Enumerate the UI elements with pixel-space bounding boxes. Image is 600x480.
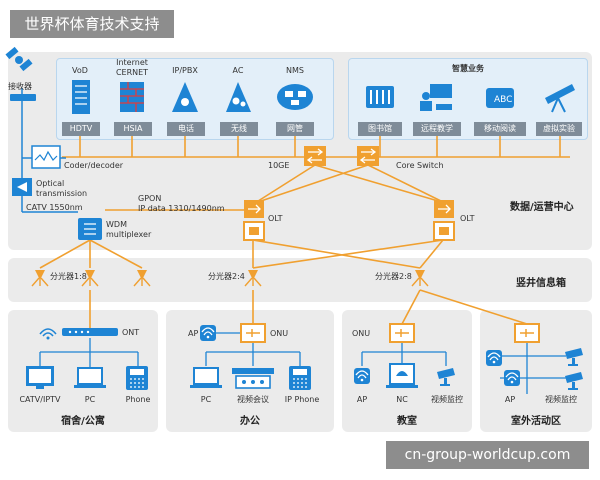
ip-phone-icon <box>289 366 311 390</box>
nms-icon <box>277 84 313 110</box>
outdoor-title: 室外活动区 <box>511 416 561 427</box>
camera-icon-outdoor <box>565 348 583 366</box>
class-device-camera: 视频监控 <box>431 395 463 404</box>
pbx-icon <box>172 82 198 112</box>
wdm-label: WDM multiplexer <box>106 220 152 239</box>
ipdata-label: IP data 1310/1490nm <box>138 204 225 213</box>
service-bar-hdtv: HDTV <box>62 122 100 136</box>
smart-bar-virtual-lab: 虚拟实验 <box>536 122 582 136</box>
onu-icon-outdoor <box>514 323 540 343</box>
catv-label: CATV 1550nm <box>26 203 83 212</box>
gpon-label: GPON <box>138 194 162 203</box>
outdoor-device-ap: AP <box>504 395 516 404</box>
class-device-ap: AP <box>356 395 368 404</box>
office-title: 办公 <box>240 416 260 427</box>
ap-icon-classroom <box>353 367 371 385</box>
service-bar-phone: 电话 <box>167 122 205 136</box>
telescope-icon <box>545 84 575 113</box>
video-conference-icon <box>232 368 274 389</box>
watermark: cn-group-worldcup.com <box>386 441 589 469</box>
phone-icon <box>126 366 148 390</box>
pc-icon <box>74 367 106 388</box>
olt-icon <box>243 200 455 241</box>
dorm-device-pc: PC <box>84 395 96 404</box>
teaching-icon <box>420 84 452 111</box>
office-device-video: 视频会议 <box>237 395 269 404</box>
smart-bar-reading: 移动阅读 <box>474 122 526 136</box>
smart-bar-library: 图书馆 <box>358 122 402 136</box>
splitter-label-3: 分光器2:8 <box>375 272 412 281</box>
service-top-nms: NMS <box>286 66 304 75</box>
office-ap-label: AP <box>188 329 199 338</box>
laptop-icon <box>190 367 222 388</box>
onu-icon-classroom <box>389 323 415 343</box>
smart-bar-teaching: 远程教学 <box>413 122 461 136</box>
onu-icon <box>240 323 266 343</box>
receiver-label: 接收器 <box>8 82 32 91</box>
firewall-icon <box>120 82 144 112</box>
olt-label-2: OLT <box>460 214 475 223</box>
olt-label-1: OLT <box>268 214 283 223</box>
service-bar-nms: 网管 <box>276 122 314 136</box>
data-center-title: 数据/运营中心 <box>510 202 574 213</box>
ap-icon <box>199 324 217 342</box>
ap-icon-outdoor <box>485 349 503 367</box>
office-onu-label: ONU <box>270 329 289 338</box>
service-top-ac: AC <box>232 66 244 75</box>
library-icon <box>366 86 394 108</box>
shaft-title: 竖井信息箱 <box>516 278 566 289</box>
office-device-ipphone: IP Phone <box>284 395 320 404</box>
page-title: 世界杯体育技术支持 <box>10 10 174 38</box>
ont-icon <box>62 328 118 336</box>
service-top-pbx: IP/PBX <box>172 66 198 75</box>
optical-label: Optical transmission <box>36 179 88 198</box>
outdoor-device-camera: 视频监控 <box>545 395 577 404</box>
satellite-icon <box>5 46 33 72</box>
codec-label: Coder/decoder <box>64 161 124 170</box>
classroom-onu-label: ONU <box>352 329 371 338</box>
reading-icon: ABC <box>486 88 514 108</box>
service-top-vod: VoD <box>72 66 88 75</box>
office-device-pc: PC <box>200 395 212 404</box>
tenge-label: 10GE <box>268 161 290 170</box>
shaft-panel <box>8 258 592 302</box>
core-switch-label: Core Switch <box>396 161 444 170</box>
splitter-label-2: 分光器2:4 <box>208 272 245 281</box>
core-switch-icon <box>304 146 379 166</box>
splitter-label-1: 分光器1:8 <box>50 272 87 281</box>
ap-icon-outdoor-2 <box>503 369 521 387</box>
dorm-device-phone: Phone <box>125 395 151 404</box>
dorm-title: 宿舍/公寓 <box>61 416 105 427</box>
service-bar-hsia: HSIA <box>114 122 152 136</box>
nc-icon <box>386 363 418 388</box>
camera-icon-outdoor-2 <box>565 372 583 390</box>
classroom-title: 教室 <box>397 416 417 427</box>
wifi-icon <box>39 328 57 340</box>
service-top-internet: Internet CERNET <box>115 58 149 77</box>
dorm-device-tv: CATV/IPTV <box>19 395 61 404</box>
service-bar-wireless: 无线 <box>220 122 258 136</box>
ont-label: ONT <box>122 328 140 337</box>
receiver-icon <box>10 94 36 101</box>
svg-text:ABC: ABC <box>494 95 512 105</box>
tv-icon <box>26 366 54 389</box>
server-icon <box>72 80 90 114</box>
class-device-nc: NC <box>396 395 408 404</box>
ac-icon <box>226 82 251 112</box>
camera-icon-classroom <box>437 368 455 386</box>
smart-services-title: 智慧业务 <box>452 64 484 73</box>
